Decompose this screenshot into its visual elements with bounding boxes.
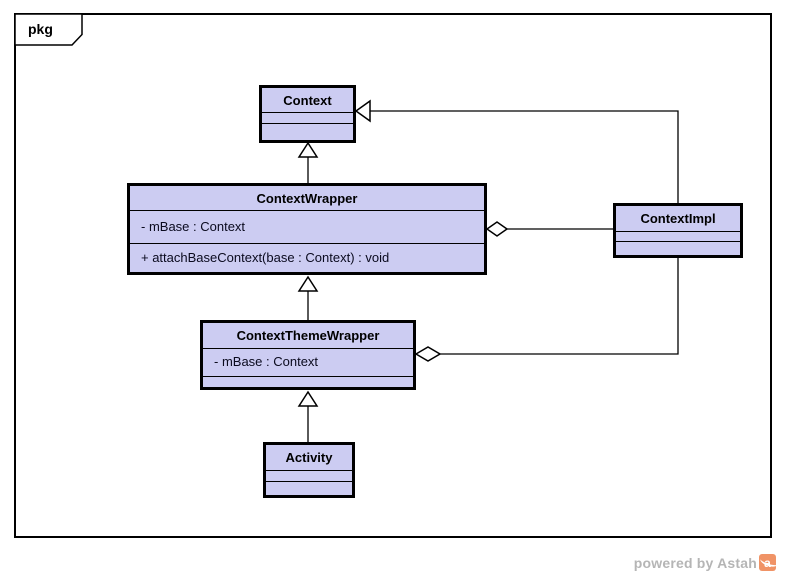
watermark-text: powered by Astah bbox=[633, 554, 757, 571]
operation-item: + attachBaseContext(base : Context) : vo… bbox=[141, 249, 390, 265]
attribute-item: - mBase : Context bbox=[141, 218, 246, 234]
class-name: ContextWrapper bbox=[256, 190, 358, 206]
class-name: ContextImpl bbox=[640, 211, 716, 226]
class-name: Activity bbox=[285, 450, 333, 465]
frame-name-tab bbox=[14, 13, 83, 46]
operations-compartment bbox=[203, 376, 413, 387]
class-name: ContextThemeWrapper bbox=[236, 328, 380, 343]
astah-logo-icon: a bbox=[759, 554, 776, 571]
aggregation-diamond-icon bbox=[414, 346, 442, 362]
attributes-compartment bbox=[266, 470, 352, 481]
operations-compartment bbox=[262, 123, 353, 140]
attributes-compartment: - mBase : Context bbox=[203, 348, 413, 376]
class-name: Context bbox=[283, 92, 332, 108]
class-contextwrapper[interactable]: ContextWrapper - mBase : Context + attac… bbox=[127, 183, 487, 275]
generalization-arrowhead-icon bbox=[297, 275, 319, 292]
attributes-compartment bbox=[262, 112, 353, 123]
operations-compartment: + attachBaseContext(base : Context) : vo… bbox=[130, 243, 484, 272]
diagram-frame bbox=[14, 13, 772, 538]
generalization-contextimpl-context[interactable] bbox=[370, 110, 679, 203]
aggregation-diamond-icon bbox=[485, 221, 509, 237]
generalization-arrowhead-icon bbox=[297, 390, 319, 407]
frame-kind-label: pkg bbox=[28, 21, 53, 37]
class-contextimpl[interactable]: ContextImpl bbox=[613, 203, 743, 258]
generalization-arrowhead-icon bbox=[354, 99, 371, 123]
operations-compartment bbox=[616, 241, 740, 255]
aggregation-contextthemewrapper-contextimpl[interactable] bbox=[440, 258, 679, 355]
class-context[interactable]: Context bbox=[259, 85, 356, 143]
attributes-compartment bbox=[616, 231, 740, 241]
watermark: powered by Astah a bbox=[634, 554, 776, 571]
attributes-compartment: - mBase : Context bbox=[130, 210, 484, 243]
class-activity[interactable]: Activity bbox=[263, 442, 355, 498]
generalization-arrowhead-icon bbox=[297, 141, 319, 158]
operations-compartment bbox=[266, 481, 352, 495]
attribute-item: - mBase : Context bbox=[214, 354, 319, 370]
class-contextthemewrapper[interactable]: ContextThemeWrapper - mBase : Context bbox=[200, 320, 416, 390]
